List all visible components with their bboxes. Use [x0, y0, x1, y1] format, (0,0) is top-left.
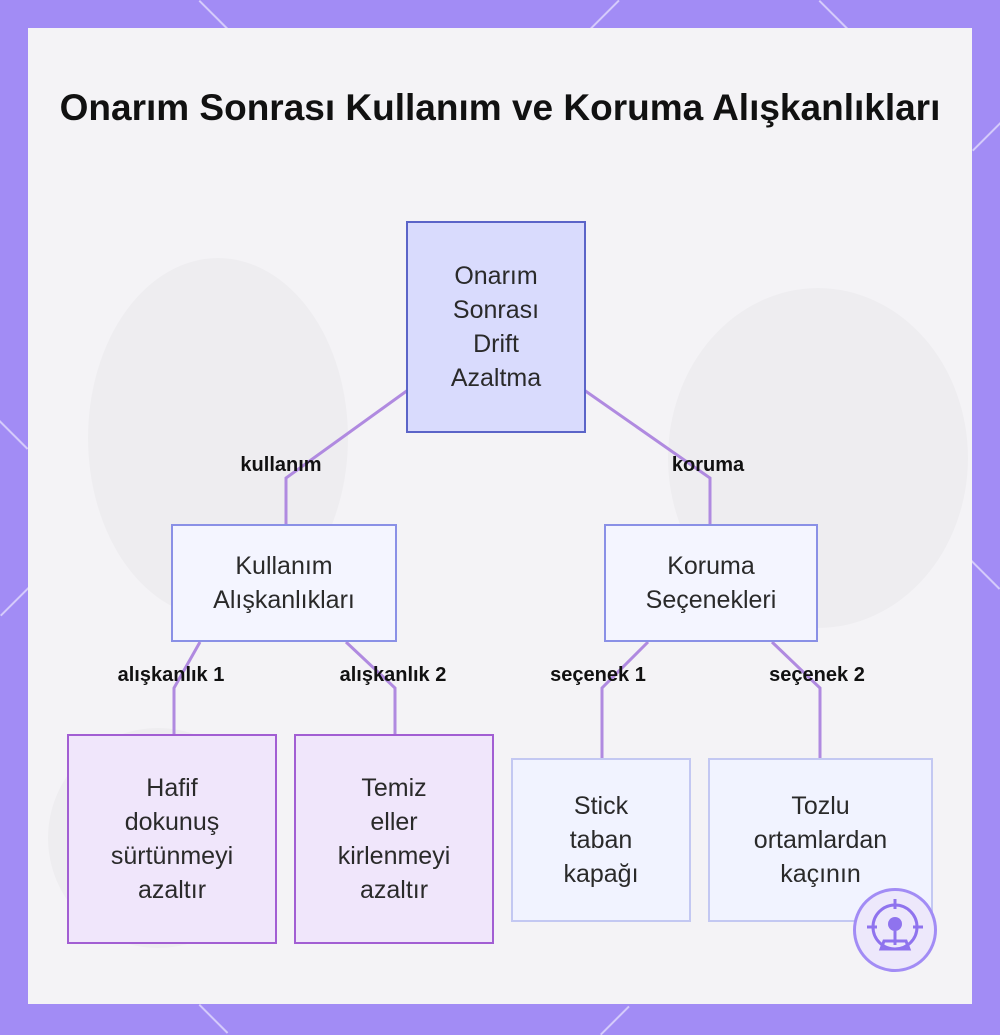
edge-label-habit2: alışkanlık 2: [339, 664, 447, 686]
connector-protection: [583, 388, 712, 524]
frame-decoration: [0, 420, 29, 450]
edge-label-option2: seçenek 2: [769, 664, 865, 686]
option2-label: Tozlu ortamlardan kaçının: [753, 792, 888, 888]
edge-label-usage: kullanım: [240, 454, 322, 476]
frame-decoration: [0, 586, 30, 617]
connector-option2: [770, 640, 822, 758]
edge-label-option1: seçenek 1: [550, 664, 646, 686]
root-node-label: Onarım Sonrası Drift Azaltma: [450, 262, 542, 392]
protection-options-label: Koruma Seçenekleri: [645, 552, 777, 614]
option1-label: Stick taban kapağı: [563, 792, 639, 888]
frame-decoration: [600, 1005, 630, 1035]
usage-habits-label: Kullanım Alışkanlıkları: [213, 552, 355, 614]
habit1-label: Hafif dokunuş sürtünmeyi azaltır: [110, 774, 234, 904]
diagram-card: Onarım Sonrası Kullanım ve Koruma Alışka…: [28, 28, 972, 1004]
protection-options-node: Koruma Seçenekleri: [604, 524, 818, 642]
frame-decoration: [590, 0, 620, 30]
connector-usage: [284, 388, 409, 524]
diagram-title: Onarım Sonrası Kullanım ve Koruma Alışka…: [59, 87, 941, 128]
frame-decoration: [818, 0, 849, 30]
habit1-node: Hafif dokunuş sürtünmeyi azaltır: [67, 734, 277, 944]
connector-option1: [600, 640, 650, 758]
frame-decoration: [198, 0, 229, 30]
connector-habit1: [172, 641, 202, 734]
option1-node: Stick taban kapağı: [511, 758, 691, 922]
edge-label-habit1: alışkanlık 1: [117, 664, 225, 686]
frame-decoration: [198, 1004, 229, 1034]
habit2-label: Temiz eller kirlenmeyi azaltır: [337, 774, 451, 904]
joystick-target-icon: [853, 888, 937, 972]
root-node: Onarım Sonrası Drift Azaltma: [406, 221, 586, 433]
usage-habits-node: Kullanım Alışkanlıkları: [171, 524, 397, 642]
frame-decoration: [972, 121, 1000, 152]
habit2-node: Temiz eller kirlenmeyi azaltır: [294, 734, 494, 944]
frame-decoration: [970, 560, 1000, 590]
connector-habit2: [344, 640, 397, 734]
connector-lines: [172, 388, 822, 758]
edge-label-protection: koruma: [671, 454, 745, 476]
